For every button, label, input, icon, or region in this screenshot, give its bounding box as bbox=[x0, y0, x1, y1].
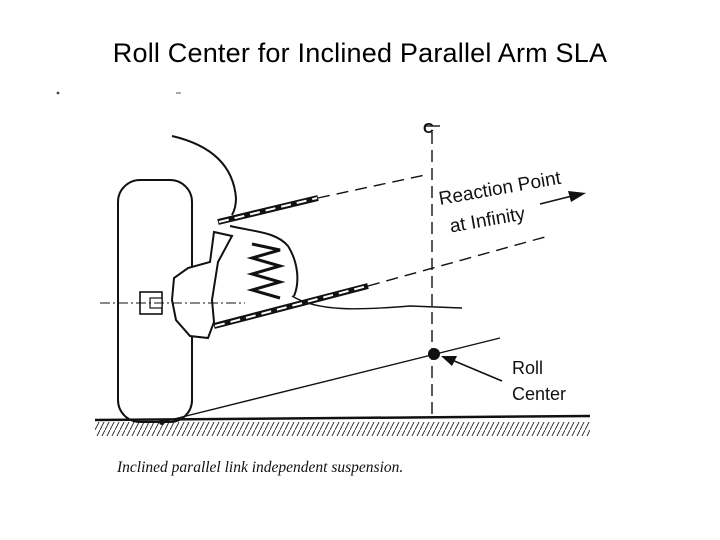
reaction-arrow bbox=[539, 191, 586, 205]
upper-arm-extension bbox=[317, 174, 426, 199]
slide-title: Roll Center for Inclined Parallel Arm SL… bbox=[112, 38, 608, 68]
arrowhead-right-icon bbox=[568, 191, 586, 202]
steering-knuckle bbox=[170, 230, 234, 340]
roll-center-point bbox=[428, 348, 440, 360]
reaction-point-label: Reaction Point at Infinity bbox=[437, 168, 563, 238]
roll-label-line1: Roll bbox=[512, 358, 543, 378]
lower-arm-extension bbox=[367, 236, 546, 287]
chassis-bracket bbox=[229, 225, 299, 297]
upper-control-arm bbox=[217, 195, 319, 225]
figure-caption: Inclined parallel link independent suspe… bbox=[116, 459, 403, 476]
roll-center-arrow bbox=[441, 356, 503, 382]
roll-center-line bbox=[161, 337, 501, 423]
reaction-label-line2: at Infinity bbox=[448, 203, 527, 237]
ground bbox=[94, 414, 591, 436]
lower-control-arm bbox=[213, 283, 369, 329]
arrowhead-left-icon bbox=[441, 356, 457, 366]
roll-label-line2: Center bbox=[512, 384, 566, 404]
body-outline bbox=[171, 135, 238, 216]
coil-spring bbox=[246, 242, 286, 300]
scan-marks bbox=[56, 91, 181, 95]
centerline-label: C bbox=[423, 120, 434, 137]
frame-curve bbox=[291, 295, 463, 310]
